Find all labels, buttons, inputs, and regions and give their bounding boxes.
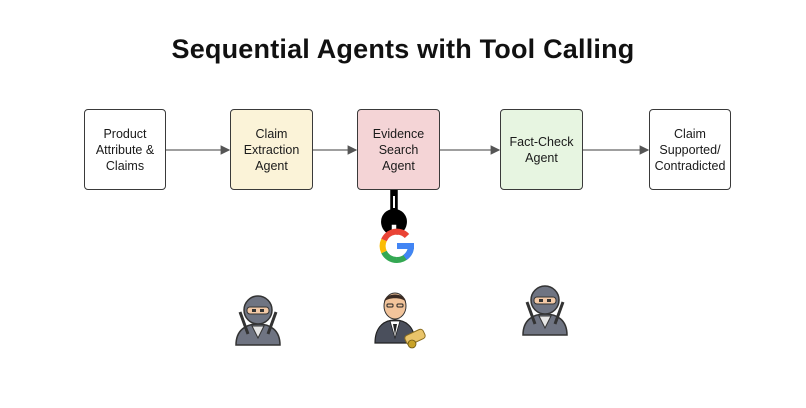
ninja-agent-icon bbox=[522, 285, 568, 336]
diagram-title: Sequential Agents with Tool Calling bbox=[171, 34, 635, 64]
node-fact-check-agent: Fact-Check Agent bbox=[500, 109, 583, 190]
wrench-icon bbox=[381, 189, 407, 235]
node-claim-supported-contradicted: Claim Supported/ Contradicted bbox=[649, 109, 731, 190]
businessman-agent-icon bbox=[374, 292, 426, 349]
node-product-attribute-claims: Product Attribute & Claims bbox=[84, 109, 166, 190]
ninja-agent-icon bbox=[235, 295, 281, 346]
google-logo-icon bbox=[379, 228, 415, 263]
node-evidence-search-agent: Evidence Search Agent bbox=[357, 109, 440, 190]
node-claim-extraction-agent: Claim Extraction Agent bbox=[230, 109, 313, 190]
